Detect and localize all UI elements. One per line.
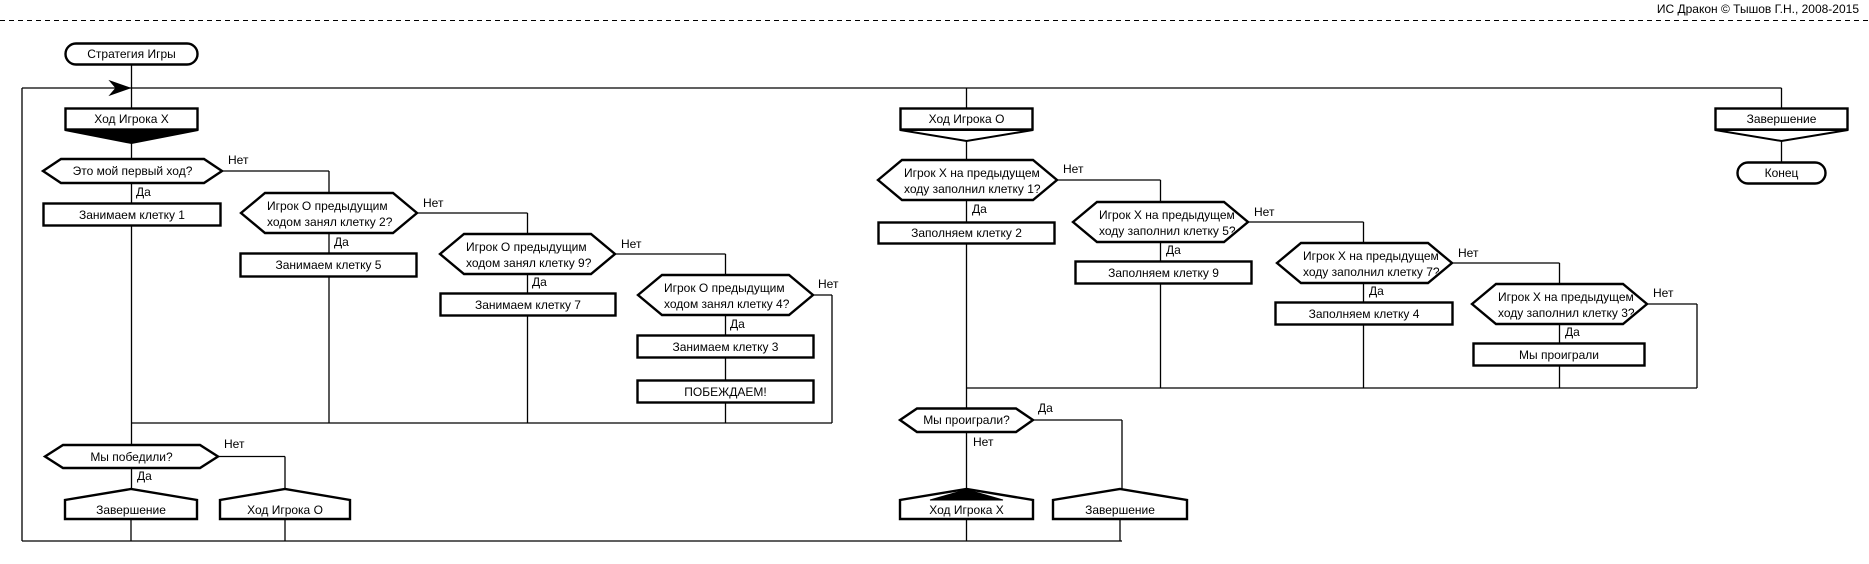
action-we-win[interactable]: ПОБЕЖДАЕМ! bbox=[684, 384, 767, 399]
flow-arrow-icon bbox=[108, 79, 132, 97]
action-take-cell-5-shape bbox=[239, 252, 418, 278]
question-did-we-win-shape bbox=[42, 443, 221, 470]
action-take-cell-5[interactable]: Занимаем клетку 5 bbox=[275, 257, 382, 272]
action-fill-cell-4-shape bbox=[1274, 301, 1454, 326]
end-terminator[interactable]: Конец bbox=[1764, 165, 1799, 180]
action-take-cell-3[interactable]: Занимаем клетку 3 bbox=[672, 339, 779, 354]
copyright-text: ИС Дракон © Тышов Г.Н., 2008-2015 bbox=[1656, 2, 1859, 16]
question-x-filled-cell-3-shape bbox=[1470, 282, 1649, 326]
connector-lines bbox=[21, 65, 1783, 542]
question-x-filled-cell-7[interactable]: Игрок X на предыдущем ходу заполнил клет… bbox=[1303, 248, 1440, 279]
question-x-filled-cell-5-shape bbox=[1071, 200, 1250, 244]
branch-header-player-o[interactable]: Ход Игрока О bbox=[928, 112, 1005, 126]
question-o-took-cell-4[interactable]: Игрок О предыдущим ходом занял клетку 4? bbox=[664, 280, 790, 311]
action-fill-cell-2[interactable]: Заполняем клетку 2 bbox=[911, 226, 1022, 240]
action-fill-cell-4[interactable]: Заполняем клетку 4 bbox=[1308, 306, 1420, 321]
question-did-we-win[interactable]: Мы победили? bbox=[90, 449, 173, 464]
question-x-filled-cell-1-shape bbox=[876, 158, 1059, 202]
edge-label-no-q-o4: Нет bbox=[818, 277, 839, 291]
edge-label-yes-q-lost: Да bbox=[1038, 401, 1053, 415]
branch-header-player-x-chevron-icon bbox=[64, 129, 199, 145]
start-terminator[interactable]: Стратегия Игры bbox=[87, 47, 176, 61]
edge-label-no-q-x7: Нет bbox=[1458, 246, 1479, 260]
branch-header-player-x[interactable]: Ход Игрока X bbox=[94, 112, 169, 126]
question-x-filled-cell-3[interactable]: Игрок X на предыдущем ходу заполнил клет… bbox=[1498, 289, 1635, 320]
address-end-mid[interactable]: Завершение bbox=[1085, 502, 1155, 517]
question-first-move[interactable]: Это мой первый ход? bbox=[72, 164, 193, 178]
branch-header-player-o-chevron-icon bbox=[899, 129, 1034, 143]
edge-label-yes-q-o9: Да bbox=[532, 275, 547, 289]
question-o-took-cell-2[interactable]: Игрок О предыдущим ходом занял клетку 2? bbox=[267, 198, 393, 229]
edge-label-no-q-x5: Нет bbox=[1254, 205, 1275, 219]
edge-label-yes-q-o2: Да bbox=[334, 235, 349, 249]
edge-label-yes-q-x1: Да bbox=[972, 202, 987, 216]
action-fill-cell-9[interactable]: Заполняем клетку 9 bbox=[1108, 265, 1219, 280]
address-player-o-left[interactable]: Ход Игрока О bbox=[247, 502, 323, 517]
branch-header-end[interactable]: Завершение bbox=[1746, 112, 1817, 126]
edge-label-no-q-won: Нет bbox=[224, 437, 245, 451]
action-we-win-shape bbox=[636, 379, 815, 404]
address-end-mid-shape bbox=[1051, 487, 1189, 521]
address-player-x-mid-shape bbox=[898, 487, 1035, 521]
question-did-we-lose-shape bbox=[897, 407, 1036, 434]
edge-label-no-q-lost: Нет bbox=[973, 435, 994, 449]
start-terminator-shape bbox=[64, 42, 199, 66]
question-x-filled-cell-7-shape bbox=[1275, 241, 1454, 285]
address-end-left[interactable]: Завершение bbox=[96, 502, 166, 517]
edge-label-yes-q-won: Да bbox=[137, 469, 152, 483]
question-did-we-lose[interactable]: Мы проиграли? bbox=[923, 413, 1010, 427]
edge-label-yes-q-o4: Да bbox=[730, 317, 745, 331]
edge-label-no-q-first: Нет bbox=[228, 153, 249, 167]
action-take-cell-7-shape bbox=[439, 292, 617, 317]
edge-label-no-q-x1: Нет bbox=[1063, 162, 1084, 176]
question-first-move-shape bbox=[40, 157, 225, 185]
action-take-cell-3-shape bbox=[636, 334, 815, 359]
address-player-x-mid[interactable]: Ход Игрока X bbox=[929, 502, 1004, 517]
end-terminator-shape bbox=[1736, 161, 1827, 185]
question-x-filled-cell-5[interactable]: Игрок X на предыдущем ходу заполнил клет… bbox=[1099, 207, 1236, 238]
action-fill-cell-2-shape bbox=[877, 221, 1056, 245]
action-take-cell-1[interactable]: Занимаем клетку 1 bbox=[79, 207, 185, 222]
question-o-took-cell-9-shape bbox=[438, 232, 617, 276]
edge-label-yes-q-x7: Да bbox=[1369, 284, 1384, 298]
edge-label-yes-q-x3: Да bbox=[1565, 325, 1580, 339]
edge-label-no-q-o2: Нет bbox=[423, 196, 444, 210]
action-we-lost[interactable]: Мы проиграли bbox=[1519, 347, 1599, 362]
question-o-took-cell-2-shape bbox=[239, 191, 419, 235]
action-we-lost-shape bbox=[1472, 342, 1646, 367]
address-player-x-mid-peak-icon bbox=[929, 488, 1004, 501]
question-x-filled-cell-1[interactable]: Игрок X на предыдущем ходу заполнил клет… bbox=[904, 165, 1041, 196]
edge-label-yes-q-x5: Да bbox=[1166, 243, 1181, 257]
branch-header-end-chevron-icon bbox=[1714, 129, 1849, 143]
question-o-took-cell-4-shape bbox=[636, 273, 815, 317]
edge-label-yes-q-first: Да bbox=[136, 185, 151, 199]
edge-label-no-q-o9: Нет bbox=[621, 237, 642, 251]
action-take-cell-1-shape bbox=[42, 202, 222, 227]
question-o-took-cell-9[interactable]: Игрок О предыдущим ходом занял клетку 9? bbox=[466, 239, 592, 270]
action-take-cell-7[interactable]: Занимаем клетку 7 bbox=[475, 297, 581, 312]
action-fill-cell-9-shape bbox=[1074, 260, 1253, 285]
address-player-o-left-shape bbox=[218, 487, 352, 521]
edge-label-no-q-x3: Нет bbox=[1653, 286, 1674, 300]
address-end-left-shape bbox=[63, 487, 199, 521]
